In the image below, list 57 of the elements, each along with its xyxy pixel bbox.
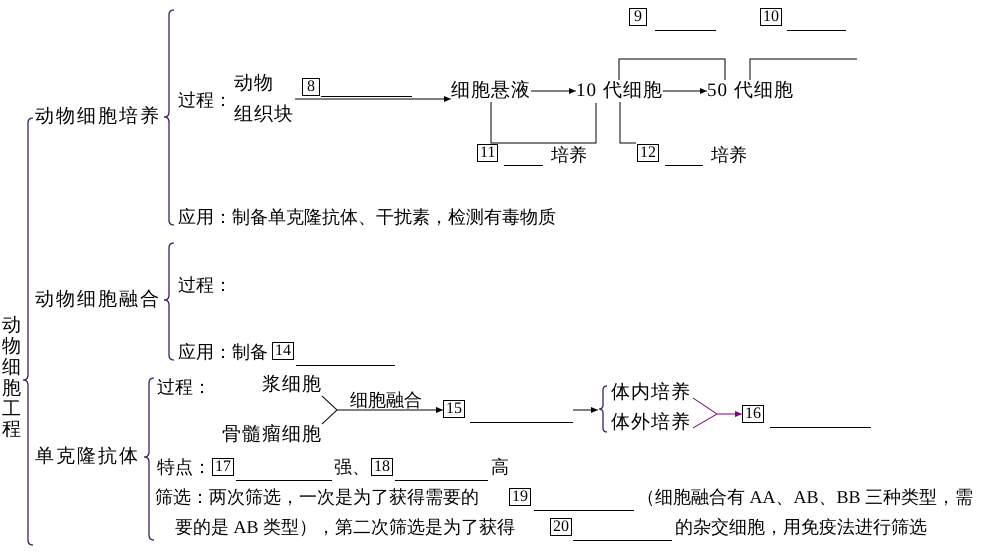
question-number: 10 (760, 8, 782, 26)
arrow (322, 407, 444, 424)
answer-field (371, 458, 488, 481)
arrow (692, 411, 742, 428)
flow-step-label: 动物组织块 (234, 68, 295, 130)
flow-step-label: 50 代细胞 (707, 80, 794, 102)
answer-field (477, 144, 543, 166)
arrow (662, 88, 708, 94)
question-number: 9 (629, 8, 647, 26)
label-text: 应用：制备单克隆抗体、干扰素，检测有毒物质 (178, 206, 556, 228)
branch-heading: 动物细胞融合 (35, 289, 161, 311)
question-number: 20 (550, 518, 572, 536)
arrow (294, 96, 452, 102)
answer-field (443, 400, 573, 423)
label-text: 应用：制备 (178, 341, 268, 363)
flow-step-label: 骨髓瘤细胞 (222, 424, 322, 446)
branch-heading: 动物细胞培养 (35, 106, 161, 128)
question-number: 8 (302, 78, 320, 96)
answer-field (212, 458, 332, 481)
flow-step-label: 细胞悬液 (451, 80, 531, 102)
branch-heading: 单克隆抗体 (35, 446, 140, 468)
label-text: 筛选：两次筛选，一次是为了获得需要的 (155, 486, 479, 508)
flow-step-label: 体内培养 (611, 382, 691, 404)
label-text: 的杂交细胞，用免疫法进行筛选 (675, 516, 927, 538)
edge-label: 细胞融合 (350, 391, 422, 409)
question-number: 12 (637, 144, 659, 162)
label-text: 培养 (711, 144, 747, 166)
answer-field (509, 488, 634, 511)
question-number: 15 (443, 400, 465, 418)
question-number: 17 (212, 458, 234, 476)
answer-field (550, 518, 672, 541)
arrow (530, 88, 576, 94)
answer-field (302, 78, 412, 97)
question-number: 16 (742, 405, 764, 423)
label-text: 强、 (334, 456, 370, 478)
label-text: 要的是 AB 类型），第二次筛选是为了获得 (175, 516, 516, 538)
arrow (572, 407, 598, 413)
label-text: 高 (491, 456, 509, 478)
label-text: 特点： (157, 456, 211, 478)
label-text: 过程： (178, 274, 232, 296)
label-text: （细胞融合有 AA、AB、BB 三种类型，需 (637, 486, 974, 508)
question-number: 18 (371, 458, 393, 476)
label-text: 过程： (178, 89, 232, 111)
question-number: 14 (272, 342, 294, 360)
answer-field (760, 8, 846, 31)
question-number: 11 (477, 144, 498, 162)
answer-field (742, 405, 871, 428)
label-text: 培养 (551, 144, 587, 166)
question-number: 19 (509, 488, 531, 506)
vertical-title: 动物细胞工程 (2, 316, 21, 442)
answer-field (272, 342, 395, 366)
flow-step-label: 10 代细胞 (576, 80, 663, 102)
flow-step-label: 浆细胞 (262, 374, 322, 396)
answer-field (629, 8, 716, 31)
flow-step-label: 体外培养 (611, 412, 691, 434)
label-text: 过程： (157, 376, 211, 398)
answer-field (637, 144, 703, 166)
